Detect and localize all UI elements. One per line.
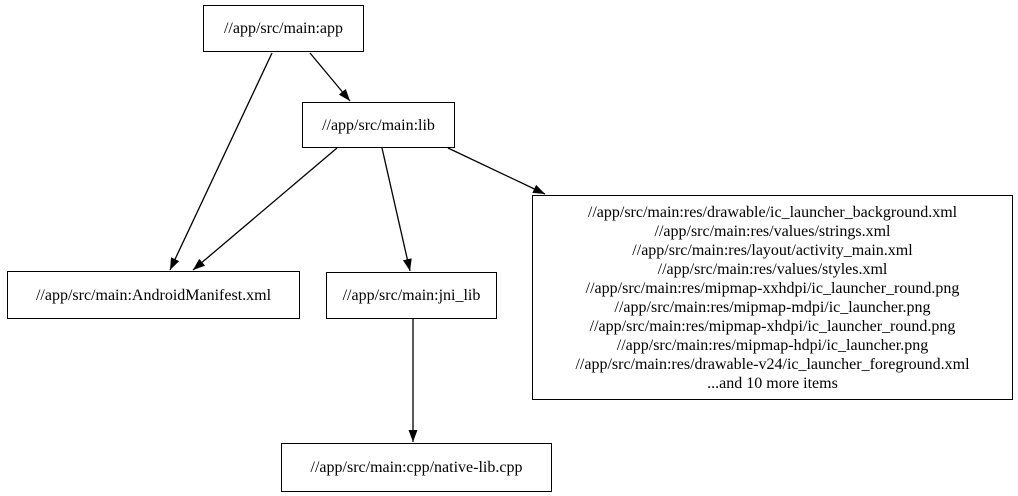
node-native-lib-cpp: //app/src/main:cpp/native-lib.cpp [281,443,552,492]
node-app: //app/src/main:app [203,5,364,52]
node-lib: //app/src/main:lib [302,102,455,148]
res-group-line: //app/src/main:res/mipmap-hdpi/ic_launch… [616,336,929,354]
edge-lib-to-android-manifest [192,147,338,271]
res-group-line: //app/src/main:res/mipmap-xhdpi/ic_launc… [589,317,956,335]
res-group-more-items: ...and 10 more items [707,374,838,392]
node-jni-lib: //app/src/main:jni_lib [326,272,497,319]
node-res-group: //app/src/main:res/drawable/ic_launcher_… [532,195,1013,400]
node-android-manifest-label: //app/src/main:AndroidManifest.xml [35,286,272,304]
res-group-line: //app/src/main:res/drawable/ic_launcher_… [587,203,958,221]
res-group-line: //app/src/main:res/mipmap-mdpi/ic_launch… [614,298,931,316]
node-app-label: //app/src/main:app [223,20,344,37]
edge-app-to-android-manifest [169,52,273,271]
res-group-line: //app/src/main:res/values/strings.xml [654,222,891,240]
edge-lib-to-res-group [447,147,546,195]
node-jni-lib-label: //app/src/main:jni_lib [342,287,481,304]
res-group-line: //app/src/main:res/layout/activity_main.… [632,241,913,259]
res-group-line: //app/src/main:res/values/styles.xml [657,260,888,278]
res-group-line: //app/src/main:res/drawable-v24/ic_launc… [575,355,970,373]
node-native-lib-cpp-label: //app/src/main:cpp/native-lib.cpp [310,459,523,476]
node-lib-label: //app/src/main:lib [322,116,435,134]
node-android-manifest: //app/src/main:AndroidManifest.xml [7,271,300,319]
edge-app-to-lib [309,52,351,102]
res-group-line: //app/src/main:res/mipmap-xxhdpi/ic_laun… [585,279,960,297]
edge-lib-to-jni-lib [381,147,412,272]
